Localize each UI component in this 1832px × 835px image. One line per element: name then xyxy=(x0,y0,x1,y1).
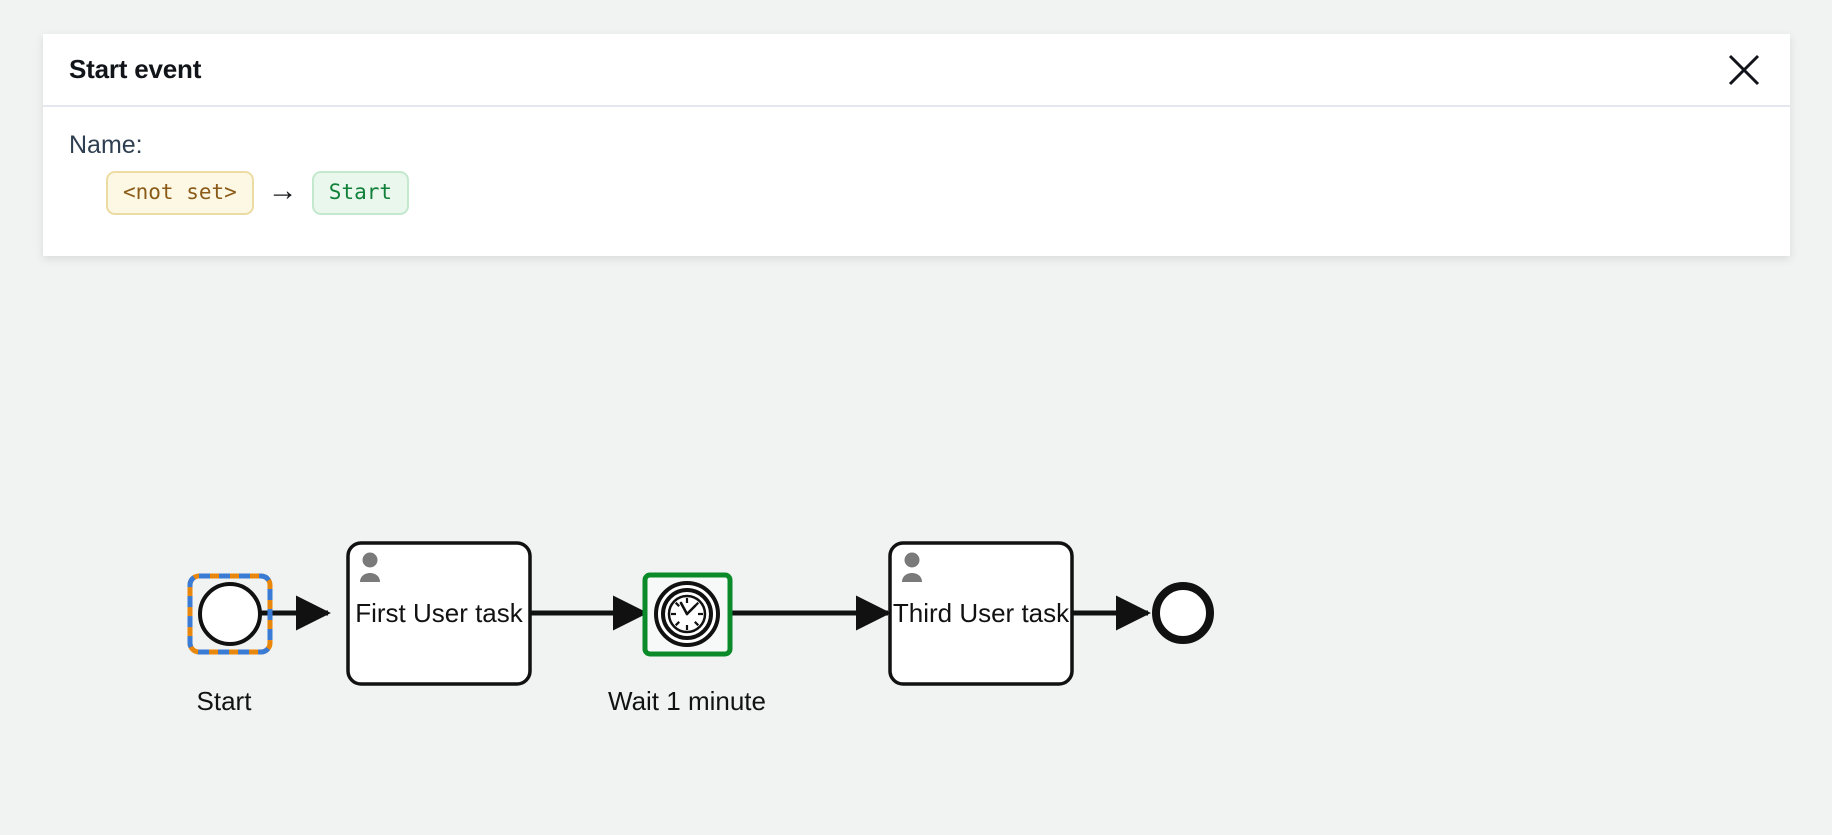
bpmn-task-third-user-task[interactable]: Third User task xyxy=(888,541,1074,686)
bpmn-task-first-user-task[interactable]: First User task xyxy=(346,541,532,686)
user-icon xyxy=(902,552,922,582)
start-event-panel: Start event Name: <not set> → Start xyxy=(43,34,1790,256)
new-value-chip: Start xyxy=(311,171,410,216)
end-event-circle xyxy=(1152,582,1214,644)
timer-event-label: Wait 1 minute xyxy=(608,686,766,716)
diff-arrow-icon: → xyxy=(267,174,298,208)
selection-outline-dashed xyxy=(187,573,273,655)
old-value-chip: <not set> xyxy=(106,171,254,216)
task-box xyxy=(888,541,1074,686)
start-event-circle xyxy=(198,582,262,646)
panel-header: Start event xyxy=(43,34,1790,107)
start-event-label: Start xyxy=(197,686,253,716)
user-icon xyxy=(360,552,380,582)
bpmn-diagram-canvas[interactable]: Start First User task xyxy=(0,260,1832,835)
close-icon xyxy=(1726,52,1762,88)
task-label: Third User task xyxy=(893,598,1070,628)
task-box xyxy=(346,541,532,686)
bpmn-end-event[interactable] xyxy=(1152,582,1214,644)
clock-icon xyxy=(667,594,707,634)
page-title: Start event xyxy=(69,54,202,84)
name-field-label: Name: xyxy=(69,131,143,159)
task-label: First User task xyxy=(355,598,524,628)
bpmn-timer-event-wait-1-minute[interactable]: Wait 1 minute xyxy=(608,572,766,716)
panel-body: Name: <not set> → Start xyxy=(43,107,1790,216)
bpmn-start-event[interactable]: Start xyxy=(187,573,273,716)
close-button[interactable] xyxy=(1720,46,1768,94)
name-diff-row: <not set> → Start xyxy=(69,171,1764,216)
